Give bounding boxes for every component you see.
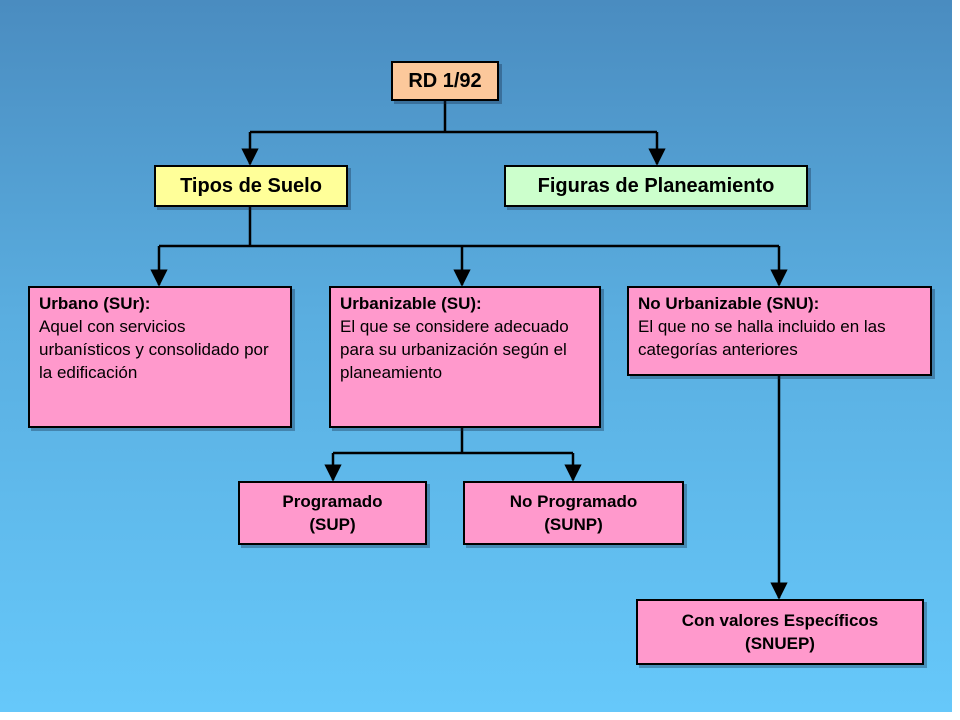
no-programado-code: (SUNP) — [544, 515, 603, 534]
programado-box: Programado (SUP) — [238, 481, 427, 545]
urbano-title: Urbano (SUr): — [39, 294, 151, 313]
urbanizable-box: Urbanizable (SU): El que se considere ad… — [329, 286, 601, 428]
figuras-de-planeamiento-label: Figuras de Planeamiento — [537, 174, 775, 197]
con-valores-code: (SNUEP) — [745, 634, 815, 653]
no-urbanizable-text: El que no se halla incluido en las categ… — [638, 317, 886, 359]
no-programado-label: No Programado — [509, 492, 638, 511]
no-programado-box: No Programado (SUNP) — [463, 481, 684, 545]
figuras-de-planeamiento-box: Figuras de Planeamiento — [504, 165, 808, 207]
con-valores-box: Con valores Específicos (SNUEP) — [636, 599, 924, 665]
root-label: RD 1/92 — [408, 69, 482, 92]
no-urbanizable-title: No Urbanizable (SNU): — [638, 294, 820, 313]
con-valores-label: Con valores Específicos — [681, 611, 879, 630]
urbanizable-text: El que se considere adecuado para su urb… — [340, 317, 569, 382]
urbano-box: Urbano (SUr): Aquel con servicios urbaní… — [28, 286, 292, 428]
root-box: RD 1/92 — [391, 61, 499, 101]
programado-code: (SUP) — [309, 515, 356, 534]
tipos-de-suelo-label: Tipos de Suelo — [180, 174, 322, 197]
programado-label: Programado — [282, 492, 383, 511]
urbanizable-title: Urbanizable (SU): — [340, 294, 482, 313]
no-urbanizable-box: No Urbanizable (SNU): El que no se halla… — [627, 286, 932, 376]
tipos-de-suelo-box: Tipos de Suelo — [154, 165, 348, 207]
urbano-text: Aquel con servicios urbanísticos y conso… — [39, 317, 269, 382]
